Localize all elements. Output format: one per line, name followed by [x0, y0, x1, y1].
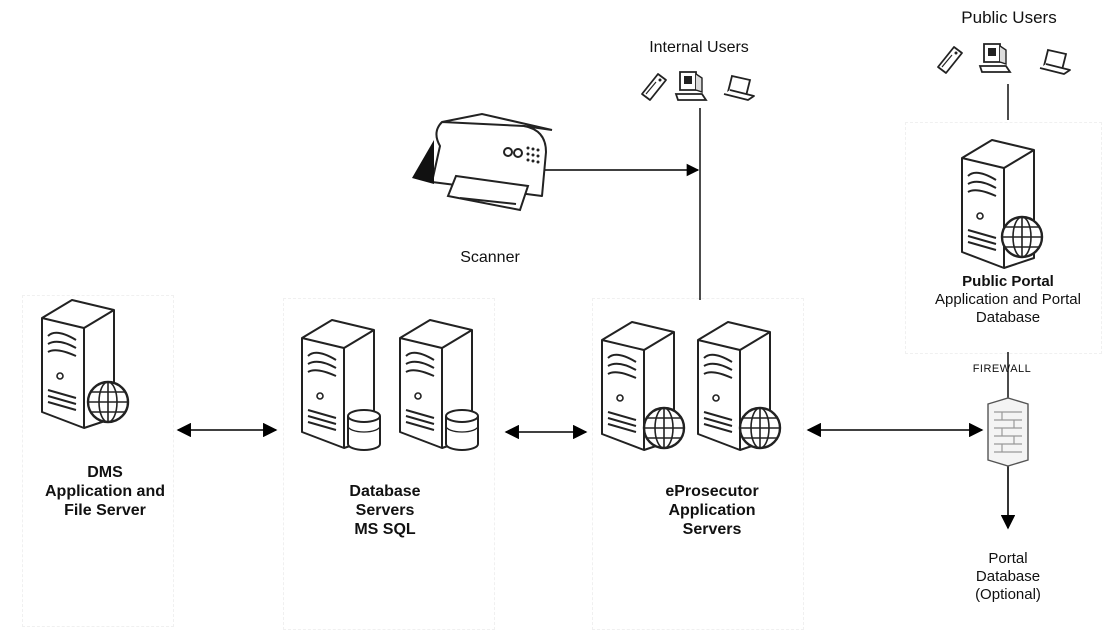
globe-icon — [642, 406, 686, 450]
portal-db-line3: (Optional) — [975, 586, 1041, 603]
eprosecutor-group — [592, 298, 804, 630]
globe-icon — [86, 380, 130, 424]
db-line3: MS SQL — [354, 521, 416, 539]
database-servers-label: Database Servers MS SQL — [310, 482, 460, 540]
dms-group — [22, 295, 174, 627]
globe-icon — [738, 406, 782, 450]
portal-database-label: Portal Database (Optional) — [958, 550, 1058, 604]
internal-users-label: Internal Users — [649, 39, 749, 56]
dms-line3: File Server — [64, 502, 146, 520]
dms-line1: DMS — [87, 464, 123, 481]
portal-db-line1: Portal — [988, 550, 1028, 567]
public-users-label: Public Users — [961, 8, 1057, 27]
phone-icon — [641, 73, 667, 101]
ep-line3: Servers — [682, 521, 742, 539]
ep-line1: eProsecutor — [665, 483, 759, 500]
database-group — [283, 298, 495, 630]
dms-label: DMS Application and File Server — [30, 463, 180, 521]
db-line1: Database — [349, 483, 421, 500]
portal-db-line2: Database — [975, 568, 1041, 585]
database-cylinder-icon — [445, 409, 479, 451]
phone-icon — [937, 46, 963, 74]
firewall-icon — [987, 397, 1029, 467]
scanner-label: Scanner — [460, 249, 520, 266]
globe-icon — [1000, 215, 1044, 259]
laptop-icon — [723, 75, 755, 101]
public-portal-title: Public Portal — [962, 273, 1054, 290]
ep-line2: Application — [668, 502, 756, 520]
desktop-computer-icon — [675, 71, 707, 101]
firewall-label: FIREWALL — [972, 363, 1032, 375]
desktop-computer-icon — [979, 43, 1011, 73]
public-portal-line3: Database — [975, 309, 1041, 326]
database-cylinder-icon — [347, 409, 381, 451]
public-portal-group — [905, 122, 1102, 354]
scanner-icon — [412, 112, 553, 212]
eprosecutor-label: eProsecutor Application Servers — [622, 482, 802, 540]
public-portal-label: Public Portal Application and Portal Dat… — [908, 273, 1108, 327]
dms-line2: Application and — [45, 483, 165, 501]
laptop-icon — [1039, 49, 1071, 75]
public-portal-line2: Application and Portal — [935, 291, 1081, 308]
db-line2: Servers — [355, 502, 415, 520]
